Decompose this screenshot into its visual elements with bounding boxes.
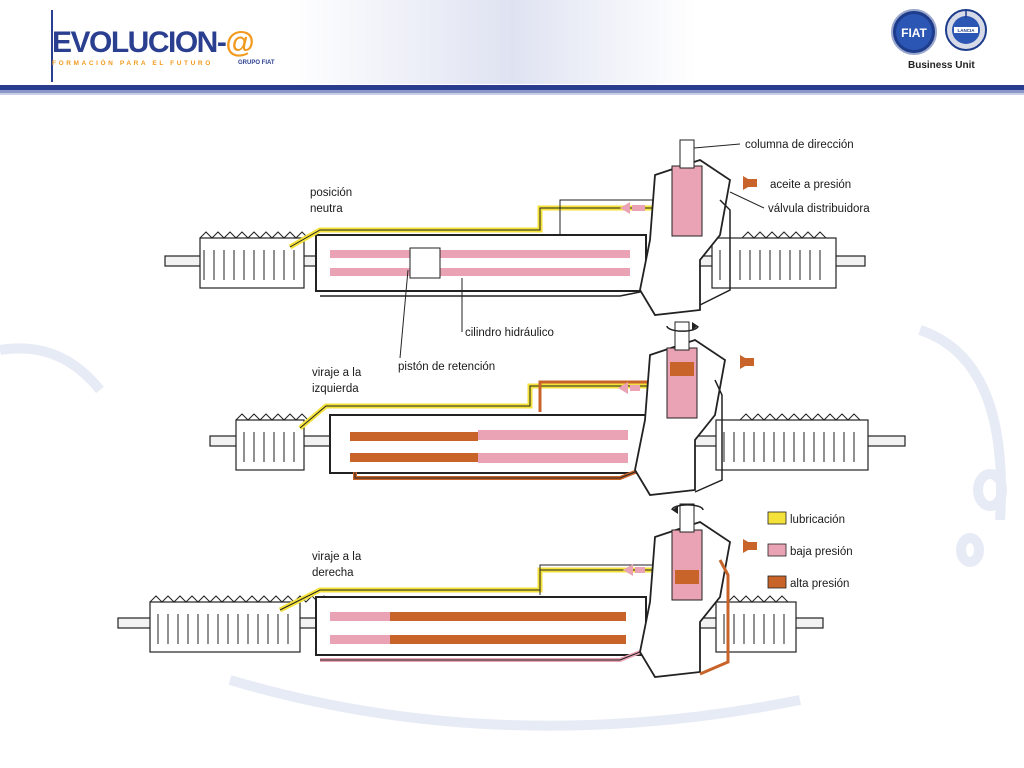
callout-columna: columna de dirección xyxy=(745,139,854,151)
legend-swatch-alta xyxy=(767,575,787,589)
state-label-neutral-2: neutra xyxy=(310,203,343,215)
lancia-logo-text: LANCIA xyxy=(958,28,976,33)
business-unit-label: Business Unit xyxy=(908,60,975,71)
valve-body xyxy=(623,503,757,678)
slide-header: EVOLUCION-@ FORMACIÓN PARA EL FUTURO GRU… xyxy=(0,0,1024,100)
header-gradient xyxy=(0,0,1024,84)
brand-at-symbol: @ xyxy=(225,26,254,59)
rack-right-turn xyxy=(117,503,824,678)
bellows-left xyxy=(199,231,309,289)
rack-left-turn xyxy=(209,321,906,496)
state-label-left-1: viraje a la xyxy=(312,367,362,379)
legend-swatch-baja xyxy=(767,543,787,557)
header-stripe-light xyxy=(0,93,1024,95)
callout-cilindro: cilindro hidráulico xyxy=(465,327,554,339)
lancia-logo: LANCIA xyxy=(945,9,987,51)
legend-label-alta: alta presión xyxy=(790,578,849,590)
valve-body xyxy=(620,139,757,316)
brand-tagline: FORMACIÓN PARA EL FUTURO xyxy=(52,60,213,67)
state-label-neutral-1: posición xyxy=(310,187,352,199)
state-labels: posición neutra viraje a la izquierda vi… xyxy=(310,187,362,579)
brand-main-text: EVOLUCION- xyxy=(52,26,227,59)
callout-aceite: aceite a presión xyxy=(770,179,851,191)
background-watermark xyxy=(0,325,1007,731)
bellows-right xyxy=(715,413,869,471)
brand-divider xyxy=(51,10,53,82)
legend-swatch-lubricacion xyxy=(767,511,787,525)
legend: lubricación baja presión alta presión xyxy=(767,511,853,590)
state-label-left-2: izquierda xyxy=(312,383,359,395)
callout-labels: columna de dirección aceite a presión vá… xyxy=(398,139,870,373)
steering-rack-diagram: posición neutra viraje a la izquierda vi… xyxy=(0,139,1007,731)
state-label-right-1: viraje a la xyxy=(312,551,362,563)
fiat-logo-text: FIAT xyxy=(901,26,927,40)
callout-piston: pistón de retención xyxy=(398,361,495,373)
brand-group: GRUPO FIAT xyxy=(238,60,275,66)
header-stripe-dark xyxy=(0,85,1024,90)
legend-label-baja: baja presión xyxy=(790,546,853,558)
callout-leaders xyxy=(399,143,765,359)
bellows-right xyxy=(711,231,837,289)
header-stripe-mid xyxy=(0,90,1024,93)
fiat-logo: FIAT xyxy=(891,9,937,55)
state-label-right-2: derecha xyxy=(312,567,354,579)
legend-label-lubricacion: lubricación xyxy=(790,514,845,526)
valve-body xyxy=(618,321,754,496)
bellows-left xyxy=(149,595,331,653)
callout-valvula: válvula distribuidora xyxy=(768,203,870,215)
fiat-lancia-logos: FIAT LANCIA xyxy=(891,9,987,55)
evolucion-logo: EVOLUCION-@ FORMACIÓN PARA EL FUTURO GRU… xyxy=(52,26,275,68)
brand-wordmark: EVOLUCION-@ xyxy=(52,26,255,59)
rack-neutral xyxy=(164,139,866,316)
bellows-left xyxy=(235,413,309,471)
